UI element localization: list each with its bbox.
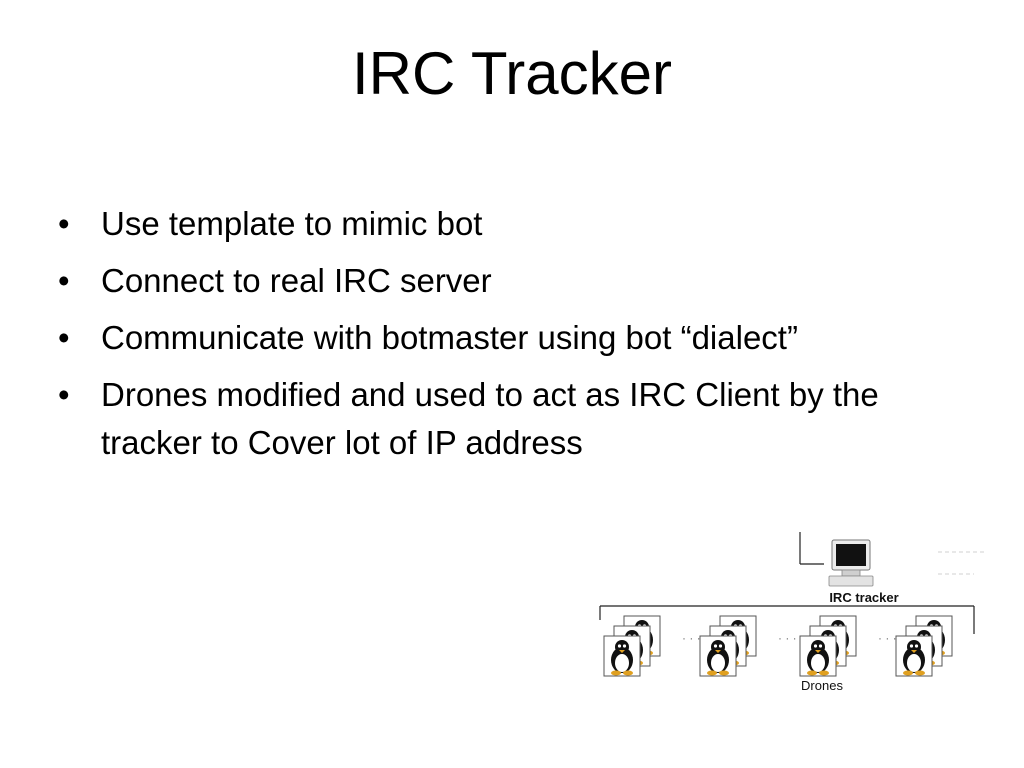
computer-icon [828, 539, 874, 587]
bullet-item: • Use template to mimic bot [58, 200, 958, 248]
bullet-item: • Communicate with botmaster using bot “… [58, 314, 958, 362]
bullet-text: Communicate with botmaster using bot “di… [101, 319, 798, 356]
diagram-canvas: IRC tracker · · · · · · · · · Drones [599, 532, 986, 693]
penguin-icon [895, 635, 933, 677]
bus-line [599, 605, 975, 634]
drone-group [799, 615, 857, 677]
bullet-item: • Drones modified and used to act as IRC… [58, 371, 958, 467]
tracker-label: IRC tracker [829, 590, 898, 605]
bullet-dot: • [58, 319, 70, 356]
bullet-text: Connect to real IRC server [101, 262, 492, 299]
penguin-icon [699, 635, 737, 677]
drones-label: Drones [801, 678, 843, 693]
bullet-text: Drones modified and used to act as IRC C… [101, 376, 879, 461]
ellipsis-text: · · · [682, 631, 701, 645]
penguin-icon [603, 635, 641, 677]
penguin-icon [799, 635, 837, 677]
drone-group [895, 615, 953, 677]
drone-group [699, 615, 757, 677]
tracker-connector [799, 532, 824, 565]
bullet-dot: • [58, 262, 70, 299]
bullet-dot: • [58, 205, 70, 242]
ellipsis-text: · · · [878, 631, 897, 645]
slide-title: IRC Tracker [351, 40, 673, 107]
drone-group [603, 615, 661, 677]
ellipsis-text: · · · [778, 631, 797, 645]
bullet-list: • Use template to mimic bot • Connect to… [58, 200, 958, 476]
bullet-item: • Connect to real IRC server [58, 257, 958, 305]
irc-tracker-diagram: IRC tracker · · · · · · · · · Drones [596, 526, 996, 696]
faint-connector [938, 551, 986, 575]
bullet-text: Use template to mimic bot [101, 205, 483, 242]
bullet-dot: • [58, 376, 70, 413]
drone-groups: · · · · · · · · · [603, 615, 953, 677]
